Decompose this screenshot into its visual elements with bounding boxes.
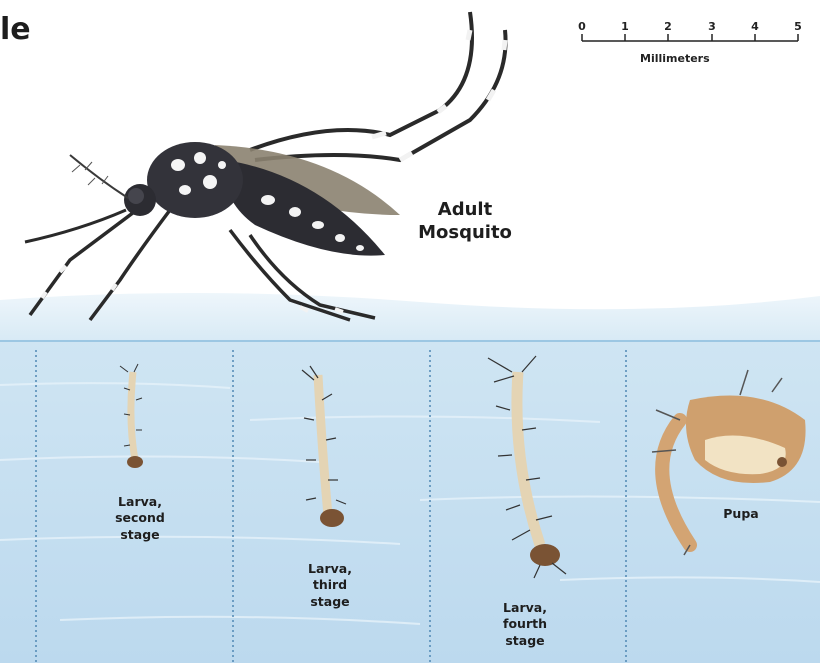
label-line: Pupa (706, 506, 776, 522)
label-line: Adult (410, 198, 520, 221)
scale-tick-label: 1 (618, 20, 632, 33)
scale-tick-label: 2 (661, 20, 675, 33)
adult-mosquito-illustration (25, 12, 506, 320)
adult-mosquito-label: Adult Mosquito (410, 198, 520, 245)
label-line: third (285, 577, 375, 593)
scale-tick-label: 0 (575, 20, 589, 33)
thorax (147, 142, 243, 218)
scale-tick-label: 4 (748, 20, 762, 33)
label-line: Mosquito (410, 221, 520, 244)
pupa-label: Pupa (706, 506, 776, 522)
label-line: second (95, 510, 185, 526)
label-line: stage (95, 527, 185, 543)
label-line: Larva, (95, 494, 185, 510)
scale-bar (582, 34, 798, 41)
scale-tick-label: 3 (705, 20, 719, 33)
scale-tick-label: 5 (791, 20, 805, 33)
label-line: stage (285, 594, 375, 610)
label-line: Larva, (285, 561, 375, 577)
title-fragment: le (0, 12, 31, 47)
larva-second-stage-label: Larva, second stage (95, 494, 185, 543)
label-line: stage (480, 633, 570, 649)
water-surface (0, 293, 820, 345)
label-line: Larva, (480, 600, 570, 616)
larva-third-stage-label: Larva, third stage (285, 561, 375, 610)
label-line: fourth (480, 616, 570, 632)
scale-unit-label: Millimeters (640, 52, 710, 65)
larva-fourth-stage-label: Larva, fourth stage (480, 600, 570, 649)
